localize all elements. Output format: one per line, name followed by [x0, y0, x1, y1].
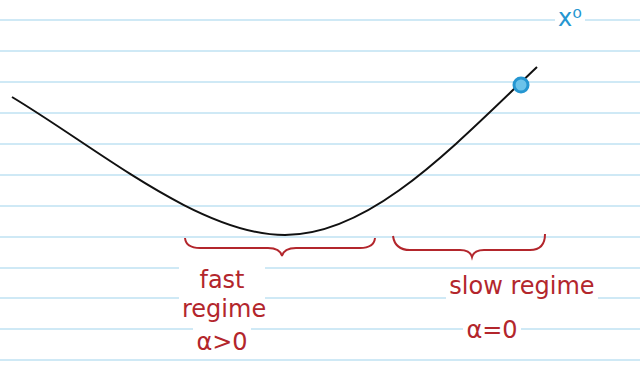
condition-label: α>0 — [193, 328, 250, 357]
slow-brace — [393, 234, 545, 257]
point-label: x⁰ — [555, 4, 585, 33]
regime-label: fast regime — [179, 266, 265, 324]
fast-brace — [185, 238, 375, 256]
ruled-lines — [0, 20, 640, 360]
loss-curve — [12, 67, 537, 235]
regime-label: slow regime — [446, 272, 597, 301]
condition-label: α=0 — [463, 316, 520, 345]
start-point — [514, 78, 528, 92]
